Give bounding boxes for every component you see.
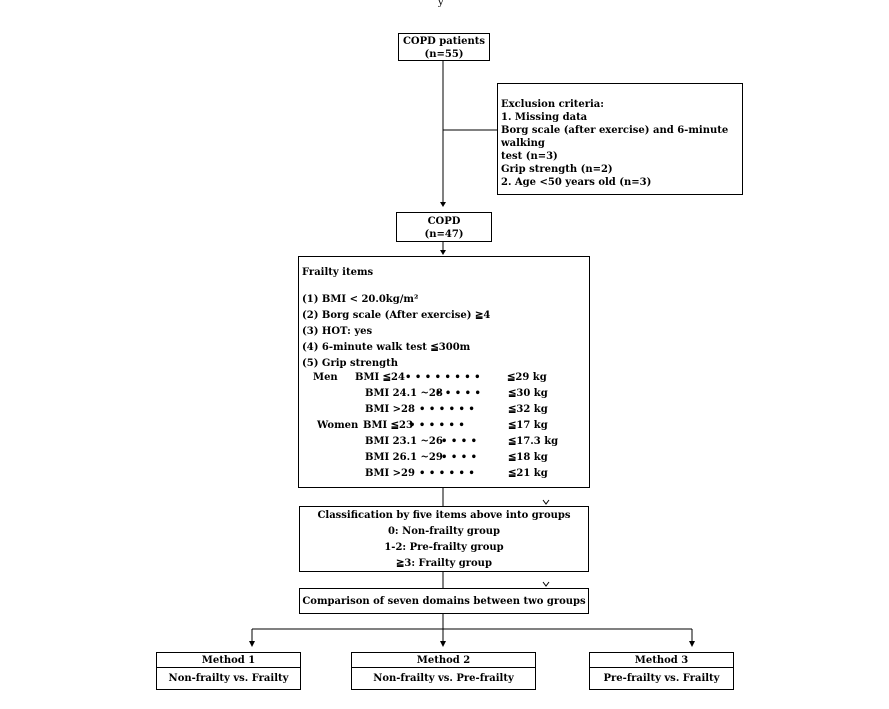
grip-dots: • • • •: [441, 452, 478, 463]
comparison-box: Comparison of seven domains between two …: [299, 588, 589, 614]
grip-bmi: BMI >28: [365, 404, 415, 415]
grip-value: ≦21 kg: [508, 468, 548, 479]
grip-dots: • • • • • •: [419, 468, 475, 479]
copd-title: COPD: [427, 216, 461, 227]
grip-value: ≦17.3 kg: [508, 436, 559, 447]
grip-dots: • • • • • •: [419, 404, 475, 415]
grip-value: ≦17 kg: [508, 420, 548, 431]
grip-sex-label: Women: [317, 420, 359, 431]
grip-value: ≦18 kg: [508, 452, 548, 463]
copd-patients-title: COPD patients: [402, 36, 486, 47]
exclusion-line: 2. Age <50 years old (n=3): [501, 177, 652, 188]
grip-sex-label: Men: [313, 372, 338, 383]
grip-dots: • • • •: [441, 436, 478, 447]
grip-bmi: BMI 24.1 ~28: [365, 388, 443, 399]
grip-bmi: BMI 26.1 ~29: [365, 452, 443, 463]
frailty-item: (5) Grip strength: [302, 358, 399, 369]
frailty-item: (1) BMI < 20.0kg/m²: [302, 294, 419, 305]
exclusion-line: Grip strength (n=2): [501, 164, 613, 175]
frailty-item: (4) 6-minute walk test ≦300m: [302, 342, 471, 353]
method-title: Method 1: [201, 655, 256, 666]
exclusion-criteria-box: Exclusion criteria: 1. Missing data Borg…: [497, 83, 743, 195]
grip-dots: • • • • • •: [409, 420, 465, 431]
grip-bmi: BMI ≦24: [355, 372, 405, 383]
method-3-box: Method 3 Pre-frailty vs. Frailty: [589, 652, 734, 690]
grip-dots: • • • • • • • •: [405, 372, 481, 383]
method-2-box: Method 2 Non-frailty vs. Pre-frailty: [351, 652, 536, 690]
classification-line: ≧3: Frailty group: [396, 558, 492, 569]
frailty-items-box: Frailty items (1) BMI < 20.0kg/m² (2) Bo…: [298, 256, 590, 488]
method-title: Method 3: [634, 655, 689, 666]
frailty-heading: Frailty items: [302, 267, 374, 278]
method-1-box: Method 1 Non-frailty vs. Frailty: [156, 652, 301, 690]
method-title: Method 2: [416, 655, 471, 666]
copd-patients-count: (n=55): [424, 49, 464, 60]
grip-dots: • • • • •: [435, 388, 481, 399]
top-mark: y: [438, 0, 444, 8]
copd-patients-box: COPD patients (n=55): [398, 33, 490, 61]
method-description: Non-frailty vs. Pre-frailty: [373, 673, 514, 684]
classification-line: 0: Non-frailty group: [387, 526, 501, 537]
exclusion-heading: Exclusion criteria:: [501, 99, 604, 110]
grip-bmi: BMI 23.1 ~26: [365, 436, 443, 447]
grip-value: ≦32 kg: [508, 404, 548, 415]
classification-box: Classification by five items above into …: [299, 506, 589, 572]
grip-value: ≦30 kg: [508, 388, 548, 399]
exclusion-line: test (n=3): [501, 151, 558, 162]
frailty-item: (2) Borg scale (After exercise) ≧4: [302, 310, 491, 321]
classification-heading: Classification by five items above into …: [317, 510, 571, 521]
grip-bmi: BMI ≦23: [363, 420, 413, 431]
copd-box: COPD (n=47): [396, 212, 492, 242]
comparison-text: Comparison of seven domains between two …: [302, 596, 586, 607]
classification-line: 1-2: Pre-frailty group: [384, 542, 504, 553]
grip-value: ≦29 kg: [507, 372, 547, 383]
grip-bmi: BMI >29: [365, 468, 415, 479]
method-description: Non-frailty vs. Frailty: [168, 673, 289, 684]
frailty-item: (3) HOT: yes: [302, 326, 373, 337]
exclusion-line: Borg scale (after exercise) and 6-minute…: [501, 125, 729, 149]
copd-count: (n=47): [424, 229, 464, 240]
method-description: Pre-frailty vs. Frailty: [603, 673, 720, 684]
exclusion-line: 1. Missing data: [501, 112, 588, 123]
